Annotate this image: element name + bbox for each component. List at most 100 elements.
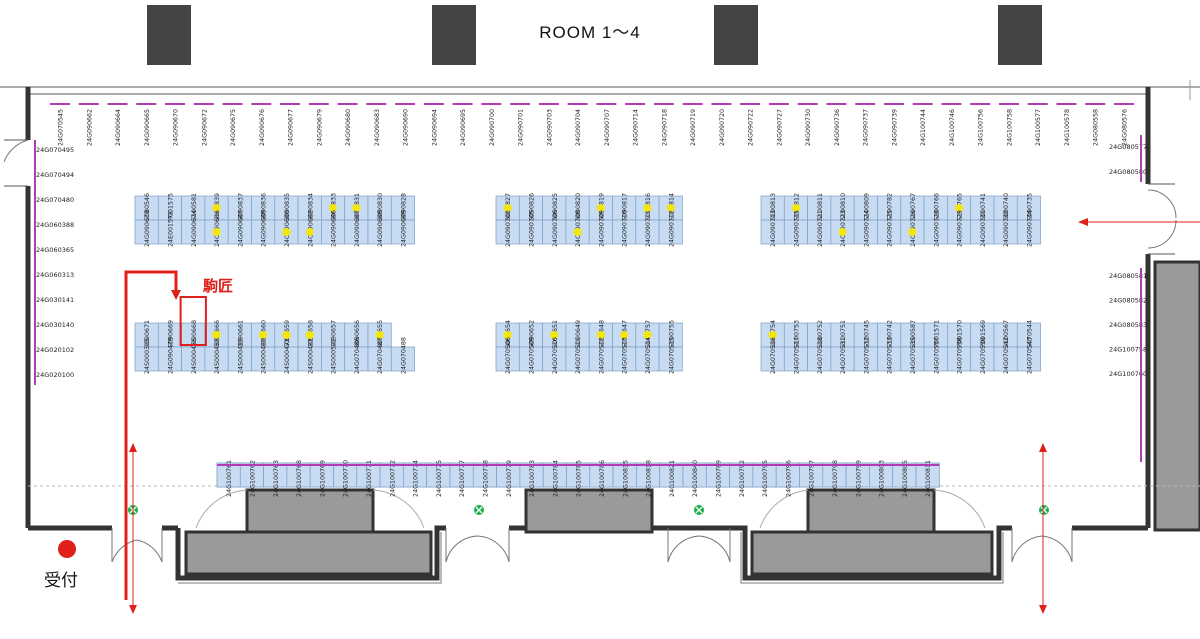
circle-label: 24G100792 <box>739 460 746 497</box>
wall-circle-label: 24G100756 <box>978 109 985 146</box>
wall-circle-label: 24G090704 <box>575 109 582 146</box>
wall-circle-label: 24G070494 <box>36 171 74 179</box>
wall-circle-label: 24G060313 <box>36 271 74 279</box>
circle-label: 24G090817 <box>622 193 629 230</box>
wall-circle-label: 24G090727 <box>776 109 783 146</box>
wall-circle-label: 24G100744 <box>920 109 927 146</box>
circle-label: 24G100775 <box>436 460 443 497</box>
circle-label: 24S000502 <box>331 338 338 374</box>
circle-label: 24G100763 <box>273 460 280 497</box>
circle-label: 24G070532 <box>863 337 870 374</box>
marker-dot <box>620 331 629 339</box>
marker-dot <box>305 331 314 339</box>
circle-label: 24G070513 <box>622 337 629 374</box>
wall-circle-label: 24G080576 <box>1122 109 1129 146</box>
circle-label: 24G100797 <box>809 460 816 497</box>
marker-dot <box>550 331 559 339</box>
circle-label: 24G090671 <box>144 320 151 357</box>
circle-label: 24G100587 <box>910 320 917 357</box>
circle-label: 24G070533 <box>887 337 894 374</box>
pillar <box>714 5 758 65</box>
circle-label: 24G100753 <box>793 320 800 357</box>
circle-label: 24G090830 <box>377 193 384 230</box>
circle-label: 24G100771 <box>366 460 373 497</box>
booth <box>390 219 415 245</box>
circle-label: 24G090836 <box>261 193 268 230</box>
circle-label: 24G100795 <box>762 460 769 497</box>
marker-dot <box>791 204 800 212</box>
booth <box>658 346 683 372</box>
walls <box>0 5 1200 614</box>
circle-label: 24G090656 <box>354 320 361 357</box>
circle-label: 24G100778 <box>482 460 489 497</box>
wall-circle-label: 24G080582 <box>1109 297 1147 305</box>
circle-label: 24G100810 <box>840 193 847 230</box>
circle-label: 24G070538 <box>957 337 964 374</box>
circle-label: 24G090668 <box>191 320 198 357</box>
marker-dot <box>908 228 917 236</box>
circle-label: 24G090724 <box>863 210 870 247</box>
wall-circle-label: 24G090718 <box>661 109 668 146</box>
marker-dot <box>329 204 338 212</box>
marker-dot <box>282 228 291 236</box>
circle-label: 24G100798 <box>832 460 839 497</box>
wall-circle-label: 24G080558 <box>1093 109 1100 146</box>
booth <box>658 219 683 245</box>
circle-label: 24G070539 <box>980 337 987 374</box>
wall-circle-label: 24G090703 <box>546 109 553 146</box>
circle-label: 24G100784 <box>552 460 559 497</box>
circle-label: 24G100769 <box>319 460 326 497</box>
circle-label: 24G070510 <box>552 337 559 374</box>
wall-circle-label: 24G090677 <box>288 109 295 146</box>
pillar <box>998 5 1042 65</box>
circle-label: 24G100799 <box>855 460 862 497</box>
circle-label: 24G090699 <box>400 210 407 247</box>
wall-circle-label: 24G090722 <box>748 109 755 146</box>
circle-label: 24S000459 <box>237 338 244 374</box>
circle-label: 24G090825 <box>552 193 559 230</box>
circle-label: 24G090706 <box>552 210 559 247</box>
circle-label: 24P001571 <box>933 320 940 356</box>
circle-label: 24G090728 <box>933 210 940 247</box>
circle-label: 24G070535 <box>910 337 917 374</box>
marker-dot <box>375 331 384 339</box>
wall-circle-label: 24G100758 <box>1006 109 1013 146</box>
wall-circle-label: 24G090662 <box>86 109 93 146</box>
circle-label: 24G100805 <box>902 460 909 497</box>
circle-label: 24G090713 <box>770 210 777 247</box>
wall-circle-label: 24G090679 <box>316 109 323 146</box>
wall-circle-label: 24G090670 <box>173 109 180 146</box>
exit-marker <box>1039 505 1049 515</box>
pillar <box>147 5 191 65</box>
booth <box>390 346 415 372</box>
booth <box>1016 219 1041 245</box>
circle-label: 24G070543 <box>1026 337 1033 374</box>
marker-dot <box>596 331 605 339</box>
circle-label: 24G070488 <box>400 337 407 374</box>
circle-label: 24G100818 <box>646 460 653 497</box>
circle-label: 24G090740 <box>1003 193 1010 230</box>
circle-label: 24G100762 <box>249 460 256 497</box>
circle-label: 24G070531 <box>840 337 847 374</box>
circle-label: 24G090711 <box>645 210 652 247</box>
circle-label: 24S000458 <box>214 338 221 374</box>
circle-label: 24G100752 <box>817 320 824 357</box>
wall-circle-label: 24G090719 <box>690 109 697 146</box>
marker-dot <box>503 204 512 212</box>
circle-label: 24G090715 <box>793 210 800 247</box>
circle-label: 24G090674 <box>191 210 198 247</box>
circle-label: 24G080546 <box>144 193 151 230</box>
circle-label: 24G090820 <box>575 193 582 230</box>
circle-label: 24G090721 <box>817 210 824 247</box>
circle-label: 24G090697 <box>354 210 361 247</box>
marker-dot <box>955 204 964 212</box>
circle-label: 24G090826 <box>528 193 535 230</box>
circle-label: 24G100770 <box>343 460 350 497</box>
wall-circle-label: 24G090720 <box>719 109 726 146</box>
wall-circle-label: 24G080583 <box>1109 321 1147 329</box>
circle-label: 24G100782 <box>887 193 894 230</box>
pillar <box>432 5 476 65</box>
wall-circle-label: 24G090675 <box>230 109 237 146</box>
circle-label: 24G100809 <box>863 193 870 230</box>
